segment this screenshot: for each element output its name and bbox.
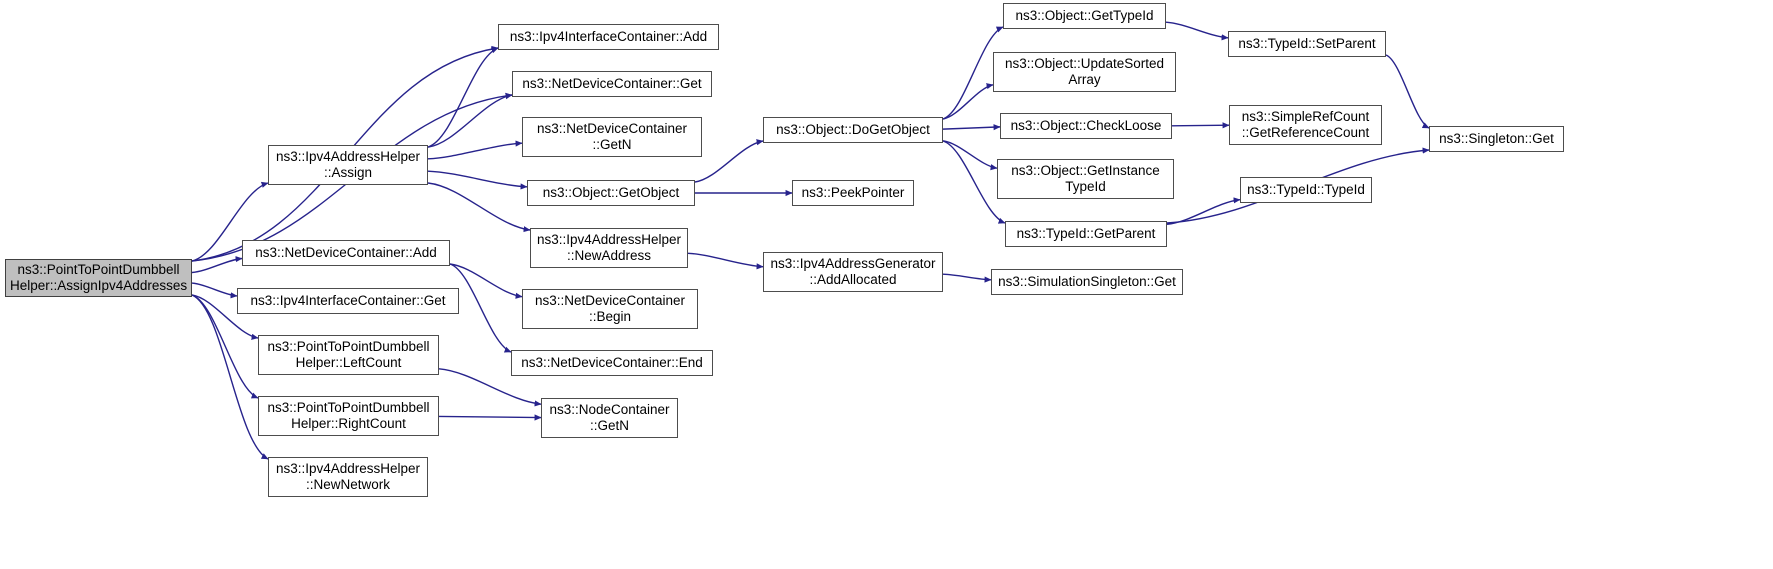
graph-node-label: ns3::SimulationSingleton::Get — [998, 274, 1176, 289]
graph-node-ptp_leftcount[interactable]: ns3::PointToPointDumbbell Helper::LeftCo… — [258, 335, 439, 375]
graph-node-ipv4ifc_get[interactable]: ns3::Ipv4InterfaceContainer::Get — [237, 288, 459, 314]
graph-node-label: ns3::TypeId::GetParent — [1016, 226, 1156, 241]
graph-node-root[interactable]: ns3::PointToPointDumbbell Helper::Assign… — [5, 259, 192, 297]
graph-node-srefcount_getref[interactable]: ns3::SimpleRefCount ::GetReferenceCount — [1229, 105, 1382, 145]
graph-node-ptp_rightcount[interactable]: ns3::PointToPointDumbbell Helper::RightC… — [258, 396, 439, 436]
graph-node-ndc_end[interactable]: ns3::NetDeviceContainer::End — [511, 350, 713, 376]
graph-node-simsingleton_get[interactable]: ns3::SimulationSingleton::Get — [991, 269, 1183, 295]
graph-edge-root-to-ipv4ifc_get — [191, 282, 238, 299]
graph-edge-typeid_setparent-to-singleton_get — [1385, 54, 1430, 129]
graph-node-ipv4ah_newnetwork[interactable]: ns3::Ipv4AddressHelper ::NewNetwork — [268, 457, 428, 497]
graph-node-label: ns3::Singleton::Get — [1439, 131, 1554, 146]
graph-edge-ipv4ah_assign-to-ndc_get — [427, 93, 513, 148]
graph-node-ndc_getn[interactable]: ns3::NetDeviceContainer ::GetN — [522, 117, 702, 157]
graph-node-label: ns3::NetDeviceContainer ::Begin — [534, 293, 686, 324]
graph-node-ndc_begin[interactable]: ns3::NetDeviceContainer ::Begin — [522, 289, 698, 329]
graph-edge-ipv4ah_newaddress-to-ipv4gen_addalloc — [687, 252, 764, 270]
graph-node-ipv4ah_newaddress[interactable]: ns3::Ipv4AddressHelper ::NewAddress — [530, 228, 688, 268]
graph-node-label: ns3::PointToPointDumbbell Helper::LeftCo… — [267, 339, 430, 370]
graph-node-obj_gettypeid[interactable]: ns3::Object::GetTypeId — [1003, 3, 1166, 29]
graph-node-ndc_get[interactable]: ns3::NetDeviceContainer::Get — [512, 71, 712, 97]
graph-node-label: ns3::NetDeviceContainer::End — [521, 355, 703, 370]
graph-node-label: ns3::Ipv4AddressHelper ::NewNetwork — [275, 461, 421, 492]
graph-node-obj_checkloose[interactable]: ns3::Object::CheckLoose — [1000, 113, 1172, 139]
graph-node-label: ns3::PointToPointDumbbell Helper::RightC… — [267, 400, 430, 431]
graph-edge-ipv4ah_assign-to-ipv4ah_newaddress — [427, 182, 531, 233]
graph-node-ipv4gen_addalloc[interactable]: ns3::Ipv4AddressGenerator ::AddAllocated — [763, 252, 943, 292]
graph-node-obj_getinstance[interactable]: ns3::Object::GetInstance TypeId — [997, 159, 1174, 199]
graph-node-obj_getobject[interactable]: ns3::Object::GetObject — [527, 180, 695, 206]
graph-node-label: ns3::NetDeviceContainer::Get — [522, 76, 702, 91]
graph-node-ipv4ah_assign[interactable]: ns3::Ipv4AddressHelper ::Assign — [268, 145, 428, 185]
graph-edge-obj_getobject-to-obj_dogetobject — [694, 139, 764, 183]
graph-node-peekpointer[interactable]: ns3::PeekPointer — [792, 180, 914, 206]
graph-edge-obj_gettypeid-to-typeid_setparent — [1165, 21, 1229, 41]
graph-edge-ipv4gen_addalloc-to-simsingleton_get — [942, 273, 992, 283]
graph-edge-ipv4ah_assign-to-obj_getobject — [427, 170, 528, 190]
graph-edge-obj_dogetobject-to-obj_updatesorted — [942, 83, 994, 120]
graph-node-typeid_getparent[interactable]: ns3::TypeId::GetParent — [1005, 221, 1167, 247]
graph-edge-ipv4ah_assign-to-ndc_getn — [427, 140, 523, 160]
graph-node-typeid_setparent[interactable]: ns3::TypeId::SetParent — [1228, 31, 1386, 57]
graph-node-label: ns3::PeekPointer — [801, 185, 905, 200]
graph-node-label: ns3::NetDeviceContainer::Add — [255, 245, 437, 260]
graph-node-label: ns3::TypeId::SetParent — [1238, 36, 1376, 51]
graph-edge-root-to-ndc_add — [191, 256, 243, 274]
graph-node-label: ns3::Object::GetObject — [542, 185, 680, 200]
graph-node-obj_dogetobject[interactable]: ns3::Object::DoGetObject — [763, 117, 943, 143]
graph-node-ipv4ifc_add[interactable]: ns3::Ipv4InterfaceContainer::Add — [498, 24, 719, 50]
graph-node-label: ns3::Object::CheckLoose — [1010, 118, 1162, 133]
graph-edge-ndc_add-to-ndc_end — [449, 263, 512, 353]
graph-node-nodec_getn[interactable]: ns3::NodeContainer ::GetN — [541, 398, 678, 438]
graph-node-label: ns3::SimpleRefCount ::GetReferenceCount — [1241, 109, 1370, 140]
graph-node-label: ns3::PointToPointDumbbell Helper::Assign… — [10, 262, 188, 293]
graph-node-typeid_typeid[interactable]: ns3::TypeId::TypeId — [1240, 177, 1372, 203]
graph-node-label: ns3::Object::UpdateSorted Array — [1004, 56, 1165, 87]
graph-edge-obj_dogetobject-to-obj_getinstance — [942, 140, 998, 171]
graph-node-label: ns3::Ipv4AddressHelper ::Assign — [275, 149, 421, 180]
graph-node-label: ns3::Object::GetTypeId — [1015, 8, 1154, 23]
graph-node-label: ns3::Ipv4InterfaceContainer::Add — [509, 29, 708, 44]
graph-edge-typeid_getparent-to-typeid_typeid — [1166, 197, 1241, 226]
graph-edge-obj_dogetobject-to-typeid_getparent — [942, 140, 1006, 224]
graph-node-label: ns3::NetDeviceContainer ::GetN — [536, 121, 688, 152]
graph-node-label: ns3::Ipv4AddressGenerator ::AddAllocated — [770, 256, 936, 287]
graph-node-obj_updatesorted[interactable]: ns3::Object::UpdateSorted Array — [993, 52, 1176, 92]
graph-edge-ipv4ah_assign-to-ipv4ifc_add — [427, 47, 499, 148]
graph-edge-ptp_rightcount-to-nodec_getn — [438, 414, 542, 421]
graph-node-label: ns3::Ipv4AddressHelper ::NewAddress — [536, 232, 682, 263]
graph-node-singleton_get[interactable]: ns3::Singleton::Get — [1429, 126, 1564, 152]
graph-node-label: ns3::Object::DoGetObject — [776, 122, 930, 137]
graph-edge-ndc_add-to-ndc_begin — [449, 263, 523, 299]
graph-node-label: ns3::Object::GetInstance TypeId — [1011, 163, 1160, 194]
graph-edge-obj_checkloose-to-srefcount_getref — [1171, 122, 1230, 129]
graph-node-label: ns3::TypeId::TypeId — [1247, 182, 1365, 197]
graph-edge-obj_dogetobject-to-obj_checkloose — [942, 124, 1001, 131]
graph-node-ndc_add[interactable]: ns3::NetDeviceContainer::Add — [242, 240, 450, 266]
graph-edge-root-to-ipv4ah_newnetwork — [191, 294, 269, 460]
graph-node-label: ns3::NodeContainer ::GetN — [549, 402, 670, 433]
graph-node-label: ns3::Ipv4InterfaceContainer::Get — [250, 293, 446, 308]
